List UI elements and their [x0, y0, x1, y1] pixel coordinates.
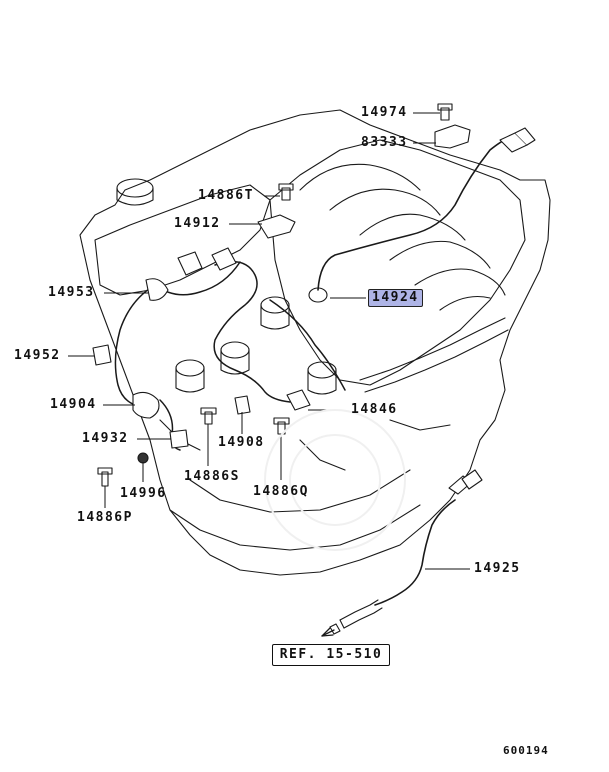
oil-cap [116, 178, 154, 198]
callout-14886T[interactable]: 14886T [198, 188, 254, 203]
callout-83333[interactable]: 83333 [361, 135, 408, 150]
callout-14904[interactable]: 14904 [50, 397, 97, 412]
bracket-14912 [257, 214, 296, 239]
callout-14925[interactable]: 14925 [474, 561, 521, 576]
callout-14886Q[interactable]: 14886Q [253, 484, 309, 499]
callout-14974[interactable]: 14974 [361, 105, 408, 120]
wiring-harness [114, 260, 346, 451]
o2-sensor-lead [374, 499, 456, 606]
intake-manifold [269, 139, 526, 386]
reference-box[interactable]: REF. 15-510 [272, 644, 390, 666]
callout-14952[interactable]: 14952 [14, 348, 61, 363]
engine-block-outline [79, 109, 551, 576]
callout-14908[interactable]: 14908 [218, 435, 265, 450]
diagram-id: 600194 [503, 744, 549, 757]
watermark [264, 409, 406, 551]
callout-14846[interactable]: 14846 [351, 402, 398, 417]
callout-14924[interactable]: 14924 [368, 289, 423, 307]
bracket-83333 [434, 124, 471, 149]
cylinder-head-left [94, 184, 271, 296]
callout-14886S[interactable]: 14886S [184, 469, 240, 484]
callout-14996[interactable]: 14996 [120, 486, 167, 501]
fuel-rail [359, 317, 509, 393]
intake-runners [299, 163, 506, 311]
callout-14932[interactable]: 14932 [82, 431, 129, 446]
oil-pan [169, 469, 421, 551]
callout-14953[interactable]: 14953 [48, 285, 95, 300]
callout-14912[interactable]: 14912 [174, 216, 221, 231]
callout-14886P[interactable]: 14886P [77, 510, 133, 525]
